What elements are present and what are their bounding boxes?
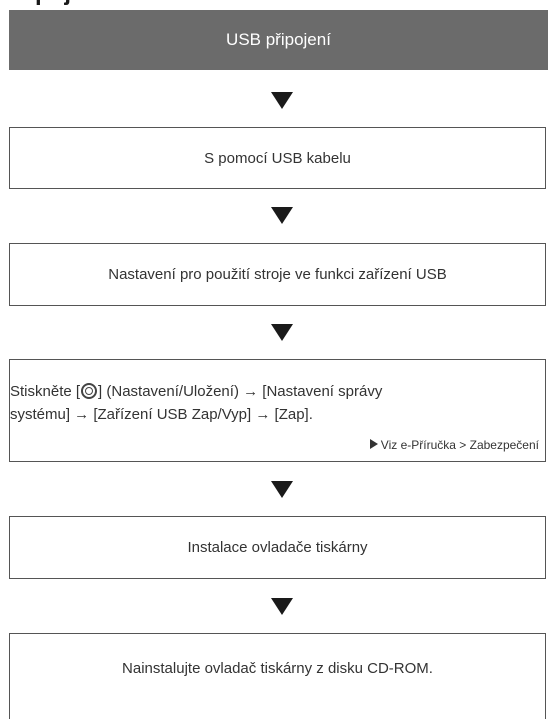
down-arrow-icon (271, 207, 293, 224)
step-usb-cable: S pomocí USB kabelu (9, 127, 546, 189)
right-triangle-icon (369, 439, 378, 449)
step-usb-device-setting: Nastavení pro použití stroje ve funkci z… (9, 243, 546, 306)
down-arrow-icon (271, 324, 293, 341)
down-arrow-icon (271, 481, 293, 498)
down-arrow-icon (271, 92, 293, 109)
step-text: Instalace ovladače tiskárny (187, 539, 368, 556)
step-text: S pomocí USB kabelu (204, 149, 351, 167)
step-text: Nainstalujte ovladač tiskárny z disku CD… (122, 660, 433, 677)
instruction-text: Stiskněte [ (10, 383, 81, 400)
cut-off-heading: Připojení USB (0, 0, 548, 8)
header-title: USB připojení (226, 30, 331, 49)
step-install-from-cd: Nainstalujte ovladač tiskárny z disku CD… (9, 633, 546, 719)
instruction-line-2: systému] → [Zařízení USB Zap/Vyp] → [Zap… (10, 406, 313, 423)
instruction-line-1: Stiskněte [ ] (Nastavení/Uložení) → [Nast… (10, 383, 382, 400)
cut-off-heading-text: Připojení USB (3, 0, 163, 8)
step-install-driver: Instalace ovladače tiskárny (9, 516, 546, 579)
usb-connection-header: USB připojení (9, 10, 548, 70)
step-instructions: Stiskněte [ ] (Nastavení/Uložení) → [Nast… (9, 359, 546, 462)
manual-reference: Viz e-Příručka > Zabezpečení (369, 438, 539, 452)
setup-register-icon (81, 383, 98, 399)
instruction-text: ] (Nastavení/Uložení) → [Nastavení správ… (98, 383, 383, 400)
step-text: Nastavení pro použití stroje ve funkci z… (108, 266, 447, 283)
instruction-text: systému] → [Zařízení USB Zap/Vyp] → [Zap… (10, 406, 313, 423)
reference-text: Viz e-Příručka > Zabezpečení (380, 438, 539, 452)
down-arrow-icon (271, 598, 293, 615)
